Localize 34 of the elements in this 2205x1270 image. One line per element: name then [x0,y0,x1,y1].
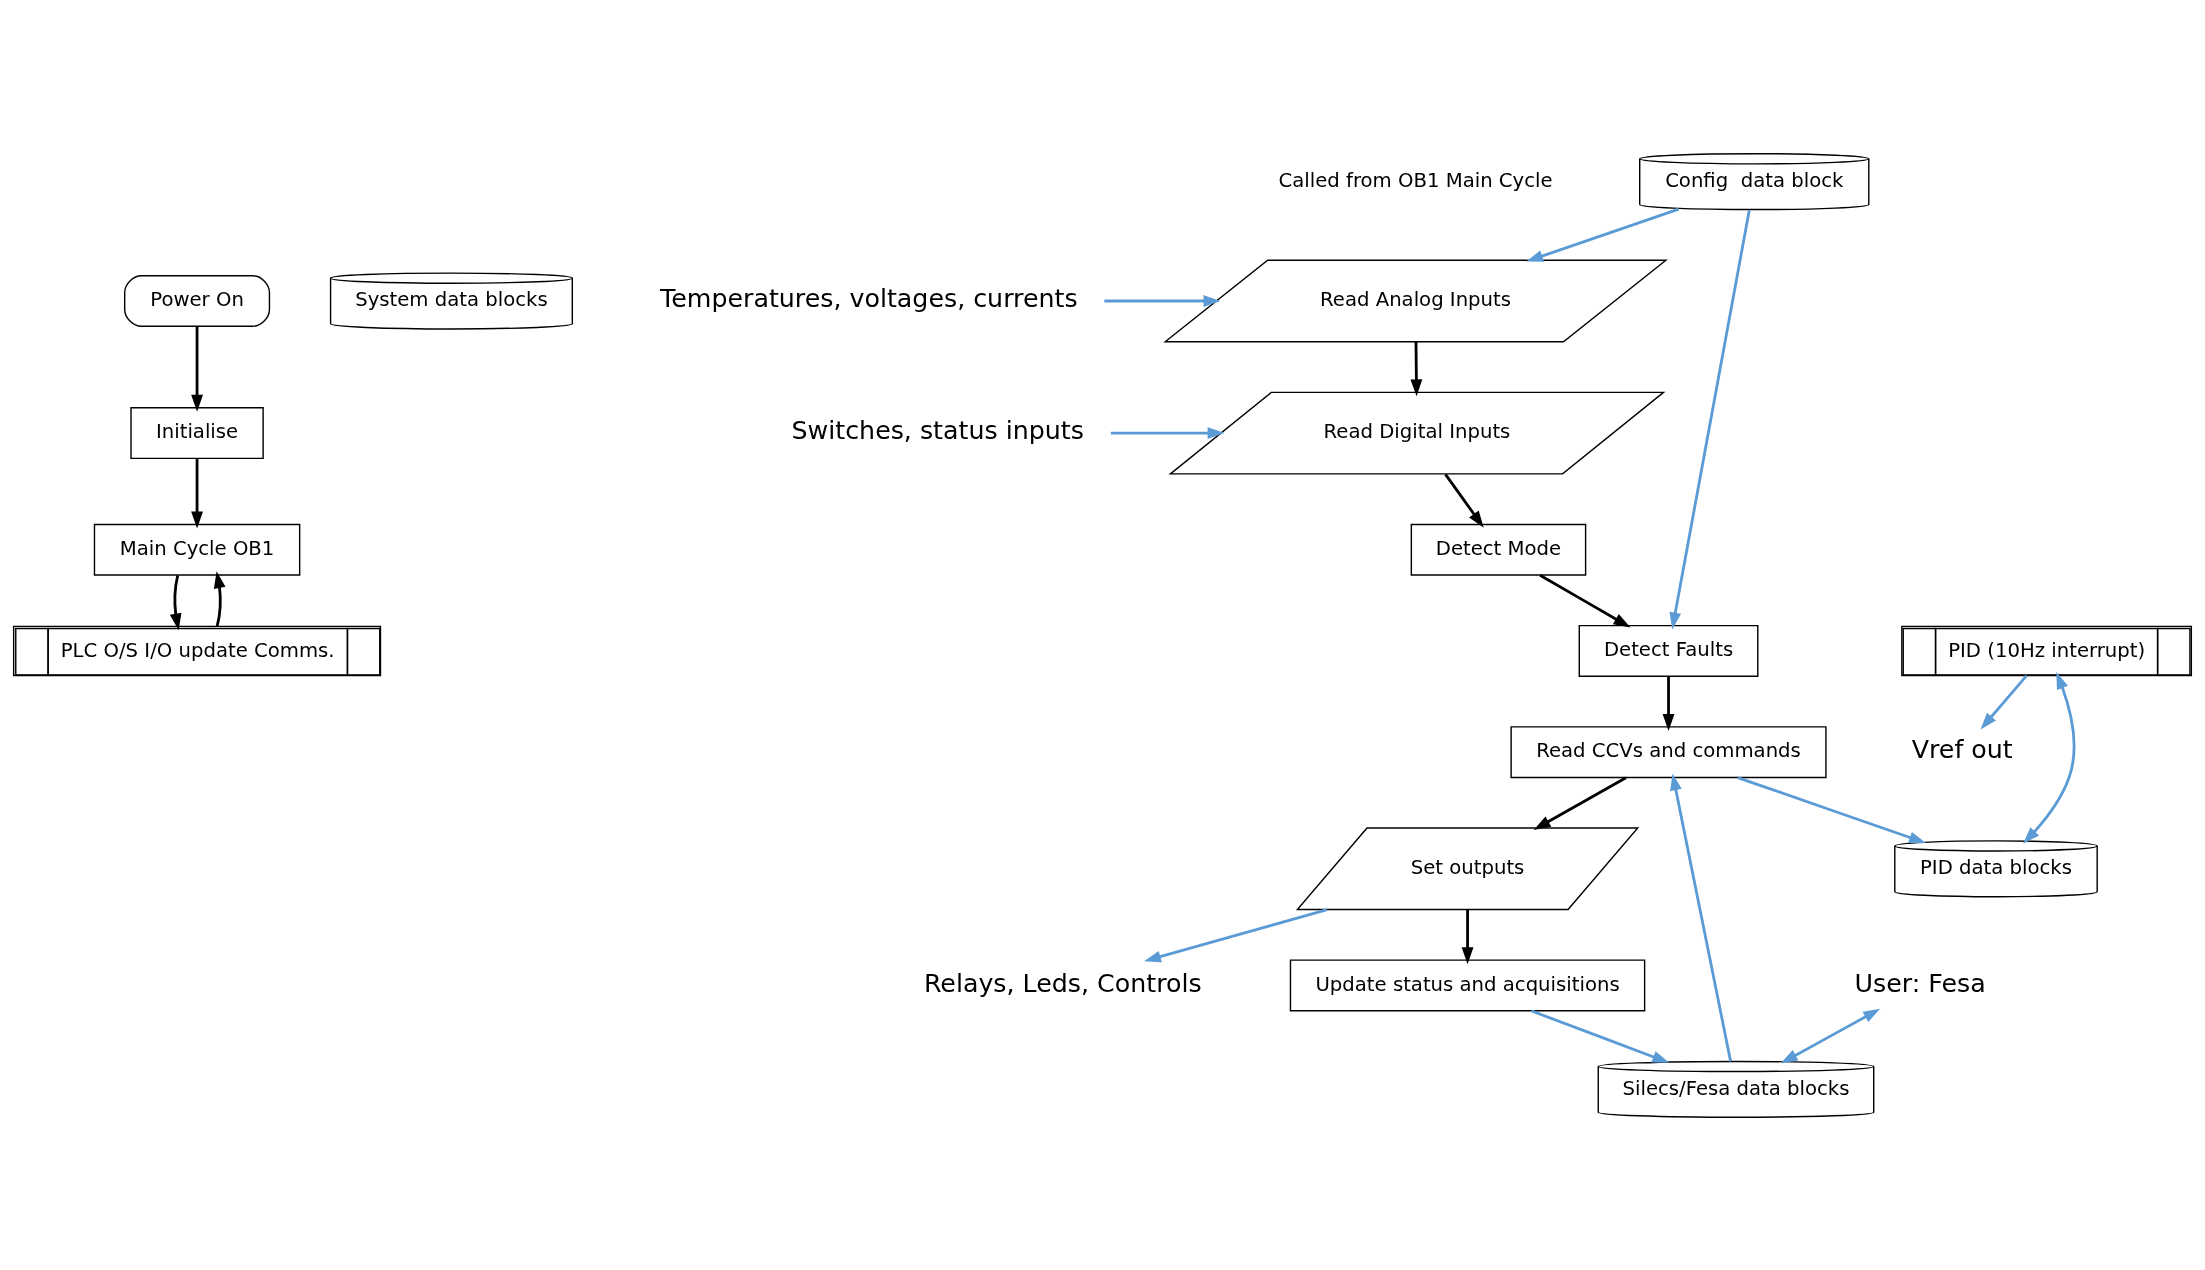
arrow [213,570,226,627]
arrow [169,574,182,630]
arrow [191,458,203,528]
arrow [1737,775,1926,843]
node-text: User: Fesa [1854,968,1986,998]
arrow [1780,1008,1881,1063]
node-box: Read CCVs and commands [1510,725,1827,778]
node-box: Main Cycle OB1 [93,523,301,576]
arrow [1539,573,1631,628]
arrow [1533,775,1627,830]
node-text: Temperatures, voltages, currents [660,283,1078,313]
node-text: Relays, Leds, Controls [923,968,1202,998]
arrow [1144,907,1328,962]
arrow [1461,909,1474,964]
node-text: Vref out [1911,734,2013,764]
arrow [1662,676,1675,731]
node-box: Update status and acquisitions [1289,958,1646,1011]
label: Called from OB1 Main Cycle [1278,168,1553,192]
arrow [1526,207,1680,262]
arrow [1110,426,1225,439]
node-box: Power On [124,274,271,327]
node-text: Switches, status inputs [791,415,1084,445]
node-box: Initialise [130,406,264,459]
arrow [1530,1009,1670,1063]
arrow [1444,473,1484,528]
arrow [191,326,203,412]
node-box: Detect Faults [1578,624,1759,677]
arrow [1410,341,1423,396]
arrow [1980,674,2028,729]
arrow [2023,671,2076,844]
node-box: Detect Mode [1410,523,1587,576]
arrow [1670,772,1732,1062]
arrow [1104,294,1221,307]
arrow [1669,209,1751,629]
